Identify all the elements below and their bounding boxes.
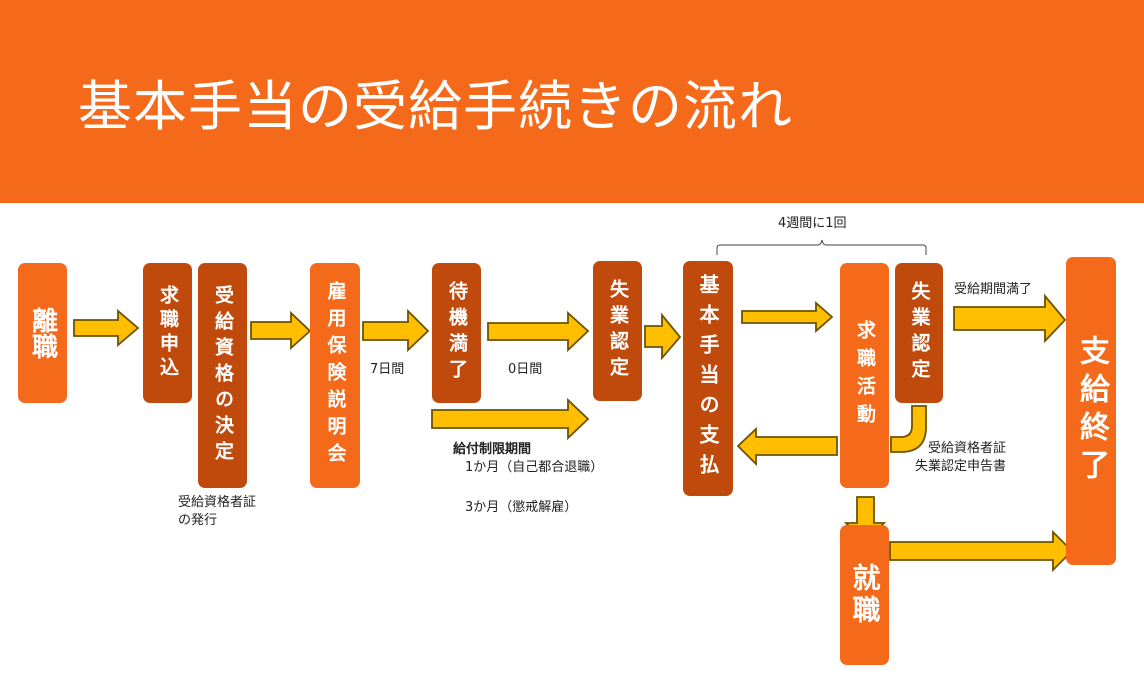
seven-days-label: 7日間 (370, 362, 405, 377)
box-shitsugyo-nintei-1: 失業認定 (593, 261, 642, 401)
box-shitsugyo-nintei-2: 失業認定 (895, 263, 943, 403)
box-shikyu-shuryo-label: 支給終了 (1074, 335, 1109, 487)
box-koyo-hoken-setsumeikai: 雇用保険説明会 (310, 263, 360, 488)
box-kihon-teate-shiharai-label: 基本手当の支払 (696, 273, 720, 484)
restriction-one-month: 1か月（自己都合退職） (465, 460, 604, 475)
arrow-period-expired-to-end (953, 293, 1067, 344)
documents-line-1: 受給資格者証 (928, 441, 1007, 456)
arrow-setsumeikai-to-taiki (362, 308, 430, 353)
arrow-nintei-to-shiharai (644, 312, 682, 361)
arrow-nintei2-return (890, 405, 927, 453)
box-kihon-teate-shiharai: 基本手当の支払 (683, 261, 733, 496)
box-taiki-manryo-label: 待機満了 (446, 281, 468, 385)
arrow-kettei-to-setsumeikai (250, 310, 312, 351)
box-kyushoku-katsudo-label: 求職活動 (854, 319, 876, 432)
arrow-shiharai-to-katsudo (741, 301, 834, 333)
box-shitsugyo-nintei-2-label: 失業認定 (908, 281, 931, 385)
box-rishoku-label: 離職 (27, 307, 58, 359)
documents-note: 受給資格者証 失業認定申告書 (914, 440, 1006, 475)
certificate-issue-line-1: 受給資格者証 (178, 495, 257, 510)
zero-days-label: 0日間 (508, 362, 543, 377)
restriction-period-title: 給付制限期間 (453, 442, 532, 457)
arrow-taiki-to-nintei (487, 310, 590, 353)
header-banner: 基本手当の受給手続きの流れ (0, 0, 1144, 203)
box-jukyu-shikaku-kettei-label: 受給資格の決定 (212, 284, 234, 467)
arrow-katsudo-to-shiharai (736, 426, 838, 467)
box-shikyu-shuryo: 支給終了 (1066, 257, 1116, 565)
box-koyo-hoken-setsumeikai-label: 雇用保険説明会 (324, 281, 347, 470)
every-four-weeks-label: 4週間に1回 (778, 216, 847, 231)
certificate-issue-note: 受給資格者証 の発行 (178, 494, 256, 529)
box-shushoku-label: 就職 (848, 563, 882, 627)
box-rishoku: 離職 (18, 263, 67, 403)
box-kyushoku-katsudo: 求職活動 (840, 263, 889, 488)
arrow-restriction-to-nintei (431, 397, 590, 441)
restriction-three-months: 3か月（懲戒解雇） (465, 500, 578, 515)
documents-line-2: 失業認定申告書 (915, 458, 1007, 474)
box-shitsugyo-nintei-1-label: 失業認定 (607, 279, 629, 383)
page-title: 基本手当の受給手続きの流れ (78, 75, 793, 138)
box-taiki-manryo: 待機満了 (432, 263, 481, 403)
box-kyushoku-moushikomi-label: 求職申込 (157, 285, 179, 381)
arrow-rishoku-to-moushikomi (73, 309, 140, 347)
four-week-bracket (716, 239, 927, 255)
box-shushoku: 就職 (840, 525, 889, 665)
arrow-shushoku-to-end (889, 529, 1074, 573)
certificate-issue-line-2: の発行 (178, 512, 218, 528)
period-expired-label: 受給期間満了 (954, 282, 1033, 297)
box-kyushoku-moushikomi: 求職申込 (143, 263, 192, 403)
box-jukyu-shikaku-kettei: 受給資格の決定 (198, 263, 247, 488)
